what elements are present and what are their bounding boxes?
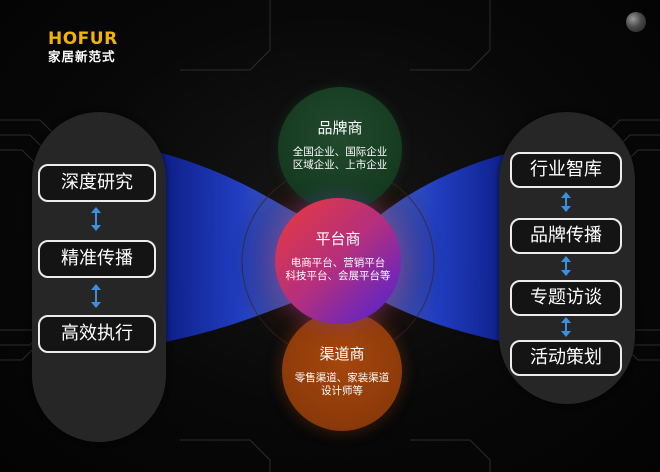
left-item-execution: 高效执行	[38, 315, 156, 353]
left-item-label: 深度研究	[61, 172, 133, 193]
right-item-label: 专题访谈	[530, 287, 602, 308]
left-item-research: 深度研究	[38, 164, 156, 202]
right-item-events: 活动策划	[510, 340, 622, 376]
brand-logo: HOFUR 家居新范式	[48, 30, 118, 66]
platform-title: 平台商	[315, 230, 361, 248]
channel-circle: 渠道商 零售渠道、家装渠道 设计师等	[282, 311, 402, 431]
right-item-label: 活动策划	[530, 347, 602, 368]
right-connector-arrow-3	[561, 317, 571, 337]
right-connector-arrow-1	[561, 192, 571, 212]
platform-line: 科技平台、会展平台等	[285, 270, 391, 282]
left-connector-arrow-2	[91, 284, 101, 308]
right-item-brand-communication: 品牌传播	[510, 218, 622, 254]
brand-owner-line: 区域企业、上市企业	[292, 159, 388, 171]
platform-circle: 平台商 电商平台、营销平台 科技平台、会展平台等	[275, 198, 401, 324]
right-item-label: 品牌传播	[530, 225, 602, 246]
brand-name: HOFUR	[48, 29, 118, 49]
decorative-sphere	[626, 12, 646, 32]
brand-tagline: 家居新范式	[48, 49, 116, 64]
channel-title: 渠道商	[319, 345, 365, 363]
left-item-label: 高效执行	[61, 323, 133, 344]
platform-line: 电商平台、营销平台	[290, 257, 386, 269]
left-item-label: 精准传播	[61, 248, 133, 269]
right-item-interview: 专题访谈	[510, 280, 622, 316]
right-item-think-tank: 行业智库	[510, 152, 622, 188]
brand-owner-title: 品牌商	[317, 119, 363, 137]
brand-owner-circle: 品牌商 全国企业、国际企业 区域企业、上市企业	[278, 87, 402, 211]
right-item-label: 行业智库	[530, 159, 602, 180]
left-item-communication: 精准传播	[38, 240, 156, 278]
left-connector-arrow-1	[91, 207, 101, 231]
channel-line: 设计师等	[321, 385, 363, 397]
channel-line: 零售渠道、家装渠道	[294, 372, 390, 384]
right-connector-arrow-2	[561, 256, 571, 276]
brand-owner-line: 全国企业、国际企业	[292, 146, 388, 158]
